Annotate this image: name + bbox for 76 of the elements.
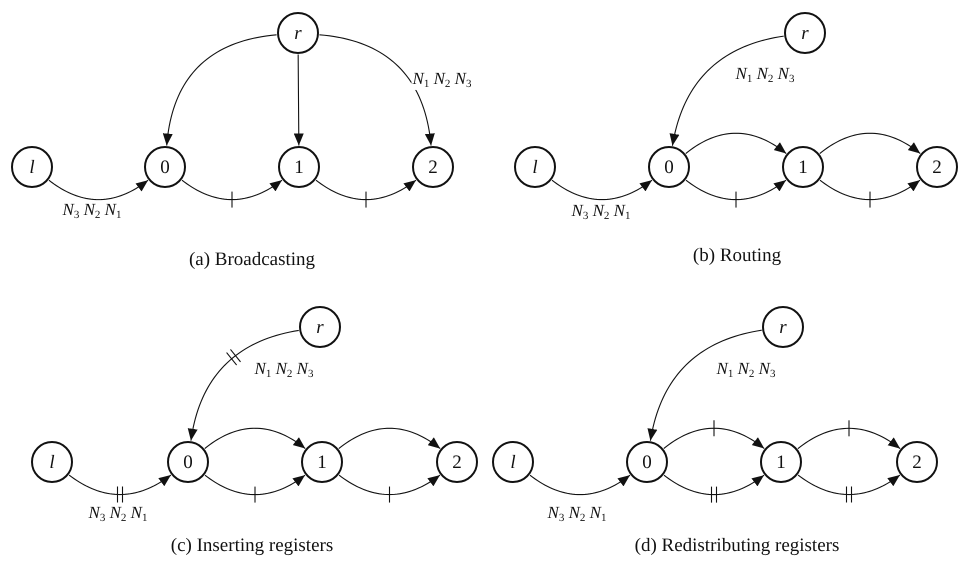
arrow — [820, 180, 920, 200]
arrow — [316, 180, 416, 200]
arrow — [294, 54, 304, 146]
node-label: l — [510, 452, 516, 472]
node-circle — [31, 441, 73, 483]
edge-label: N$_{3}$ N$_{2}$ N$_{1}$ — [546, 504, 608, 524]
node-label: r — [779, 318, 787, 336]
edge-label: N$_{3}$ N$_{2}$ N$_{1}$ — [61, 200, 123, 222]
node-label: r — [294, 24, 302, 42]
node-label: 0 — [664, 158, 674, 176]
node-label: 2 — [932, 158, 942, 176]
node-circle — [648, 146, 690, 188]
arrow — [798, 474, 900, 496]
arrow — [162, 34, 277, 146]
arrow — [48, 180, 148, 200]
arrow — [338, 428, 441, 449]
edge-label: N$_{3}$ N$_{2}$ N$_{1}$ — [570, 202, 632, 222]
arrow — [182, 180, 282, 200]
node-circle — [144, 146, 186, 188]
caption: (a) Broadcasting — [188, 249, 316, 271]
node-label: 1 — [317, 452, 327, 472]
arrow — [819, 132, 921, 154]
arrow — [530, 474, 630, 496]
node-circle — [626, 441, 668, 483]
node-circle — [916, 146, 958, 188]
edge-label: N$_{1}$ N$_{2}$ N$_{3}$ — [253, 360, 315, 380]
arrow — [338, 474, 440, 496]
caption: (c) Inserting registers — [170, 535, 334, 557]
node-circle — [492, 441, 534, 483]
arrow — [685, 132, 787, 154]
node-circle — [436, 441, 478, 483]
node-label: r — [801, 24, 809, 42]
arrow — [798, 428, 900, 450]
arrow — [664, 474, 764, 496]
arrow — [686, 180, 786, 200]
node-circle — [11, 146, 53, 188]
node-circle — [167, 441, 209, 483]
node-label: 1 — [798, 158, 808, 176]
node-label: l — [49, 452, 55, 472]
node-circle — [301, 441, 343, 483]
node-label: 1 — [776, 452, 786, 472]
node-label: l — [532, 158, 538, 176]
node-label: l — [29, 158, 35, 176]
node-circle — [514, 146, 556, 188]
arrow — [648, 330, 762, 441]
node-circle — [784, 12, 826, 54]
caption: (b) Routing — [692, 245, 782, 267]
node-label: 0 — [642, 452, 652, 472]
arrow — [670, 36, 784, 146]
node-circle — [299, 306, 341, 348]
edge-label: N$_{1}$ N$_{2}$ N$_{3}$ — [411, 70, 473, 90]
node-label: 0 — [160, 158, 170, 176]
node-circle — [896, 441, 938, 483]
arrow — [552, 180, 652, 200]
node-circle — [782, 146, 824, 188]
node-circle — [277, 12, 319, 54]
node-label: 1 — [294, 158, 304, 176]
caption: (d) Redistributing registers — [634, 535, 840, 557]
edge-label: N$_{3}$ N$_{2}$ N$_{1}$ — [87, 504, 149, 524]
arrow — [68, 474, 172, 496]
node-circle — [412, 146, 454, 188]
arrow — [188, 330, 299, 441]
node-label: 2 — [428, 158, 438, 176]
edge-label: N$_{1}$ N$_{2}$ N$_{3}$ — [715, 360, 777, 380]
edge-label: N$_{1}$ N$_{2}$ N$_{3}$ — [734, 64, 796, 86]
arrow — [663, 428, 765, 449]
node-label: r — [316, 318, 324, 336]
arrow — [204, 474, 306, 496]
arrow — [204, 428, 306, 449]
node-label: 2 — [452, 452, 462, 472]
node-label: 0 — [183, 452, 193, 472]
node-circle — [760, 441, 802, 483]
node-label: 2 — [912, 452, 922, 472]
arrow — [319, 34, 435, 146]
node-circle — [762, 306, 804, 348]
node-circle — [278, 146, 320, 188]
